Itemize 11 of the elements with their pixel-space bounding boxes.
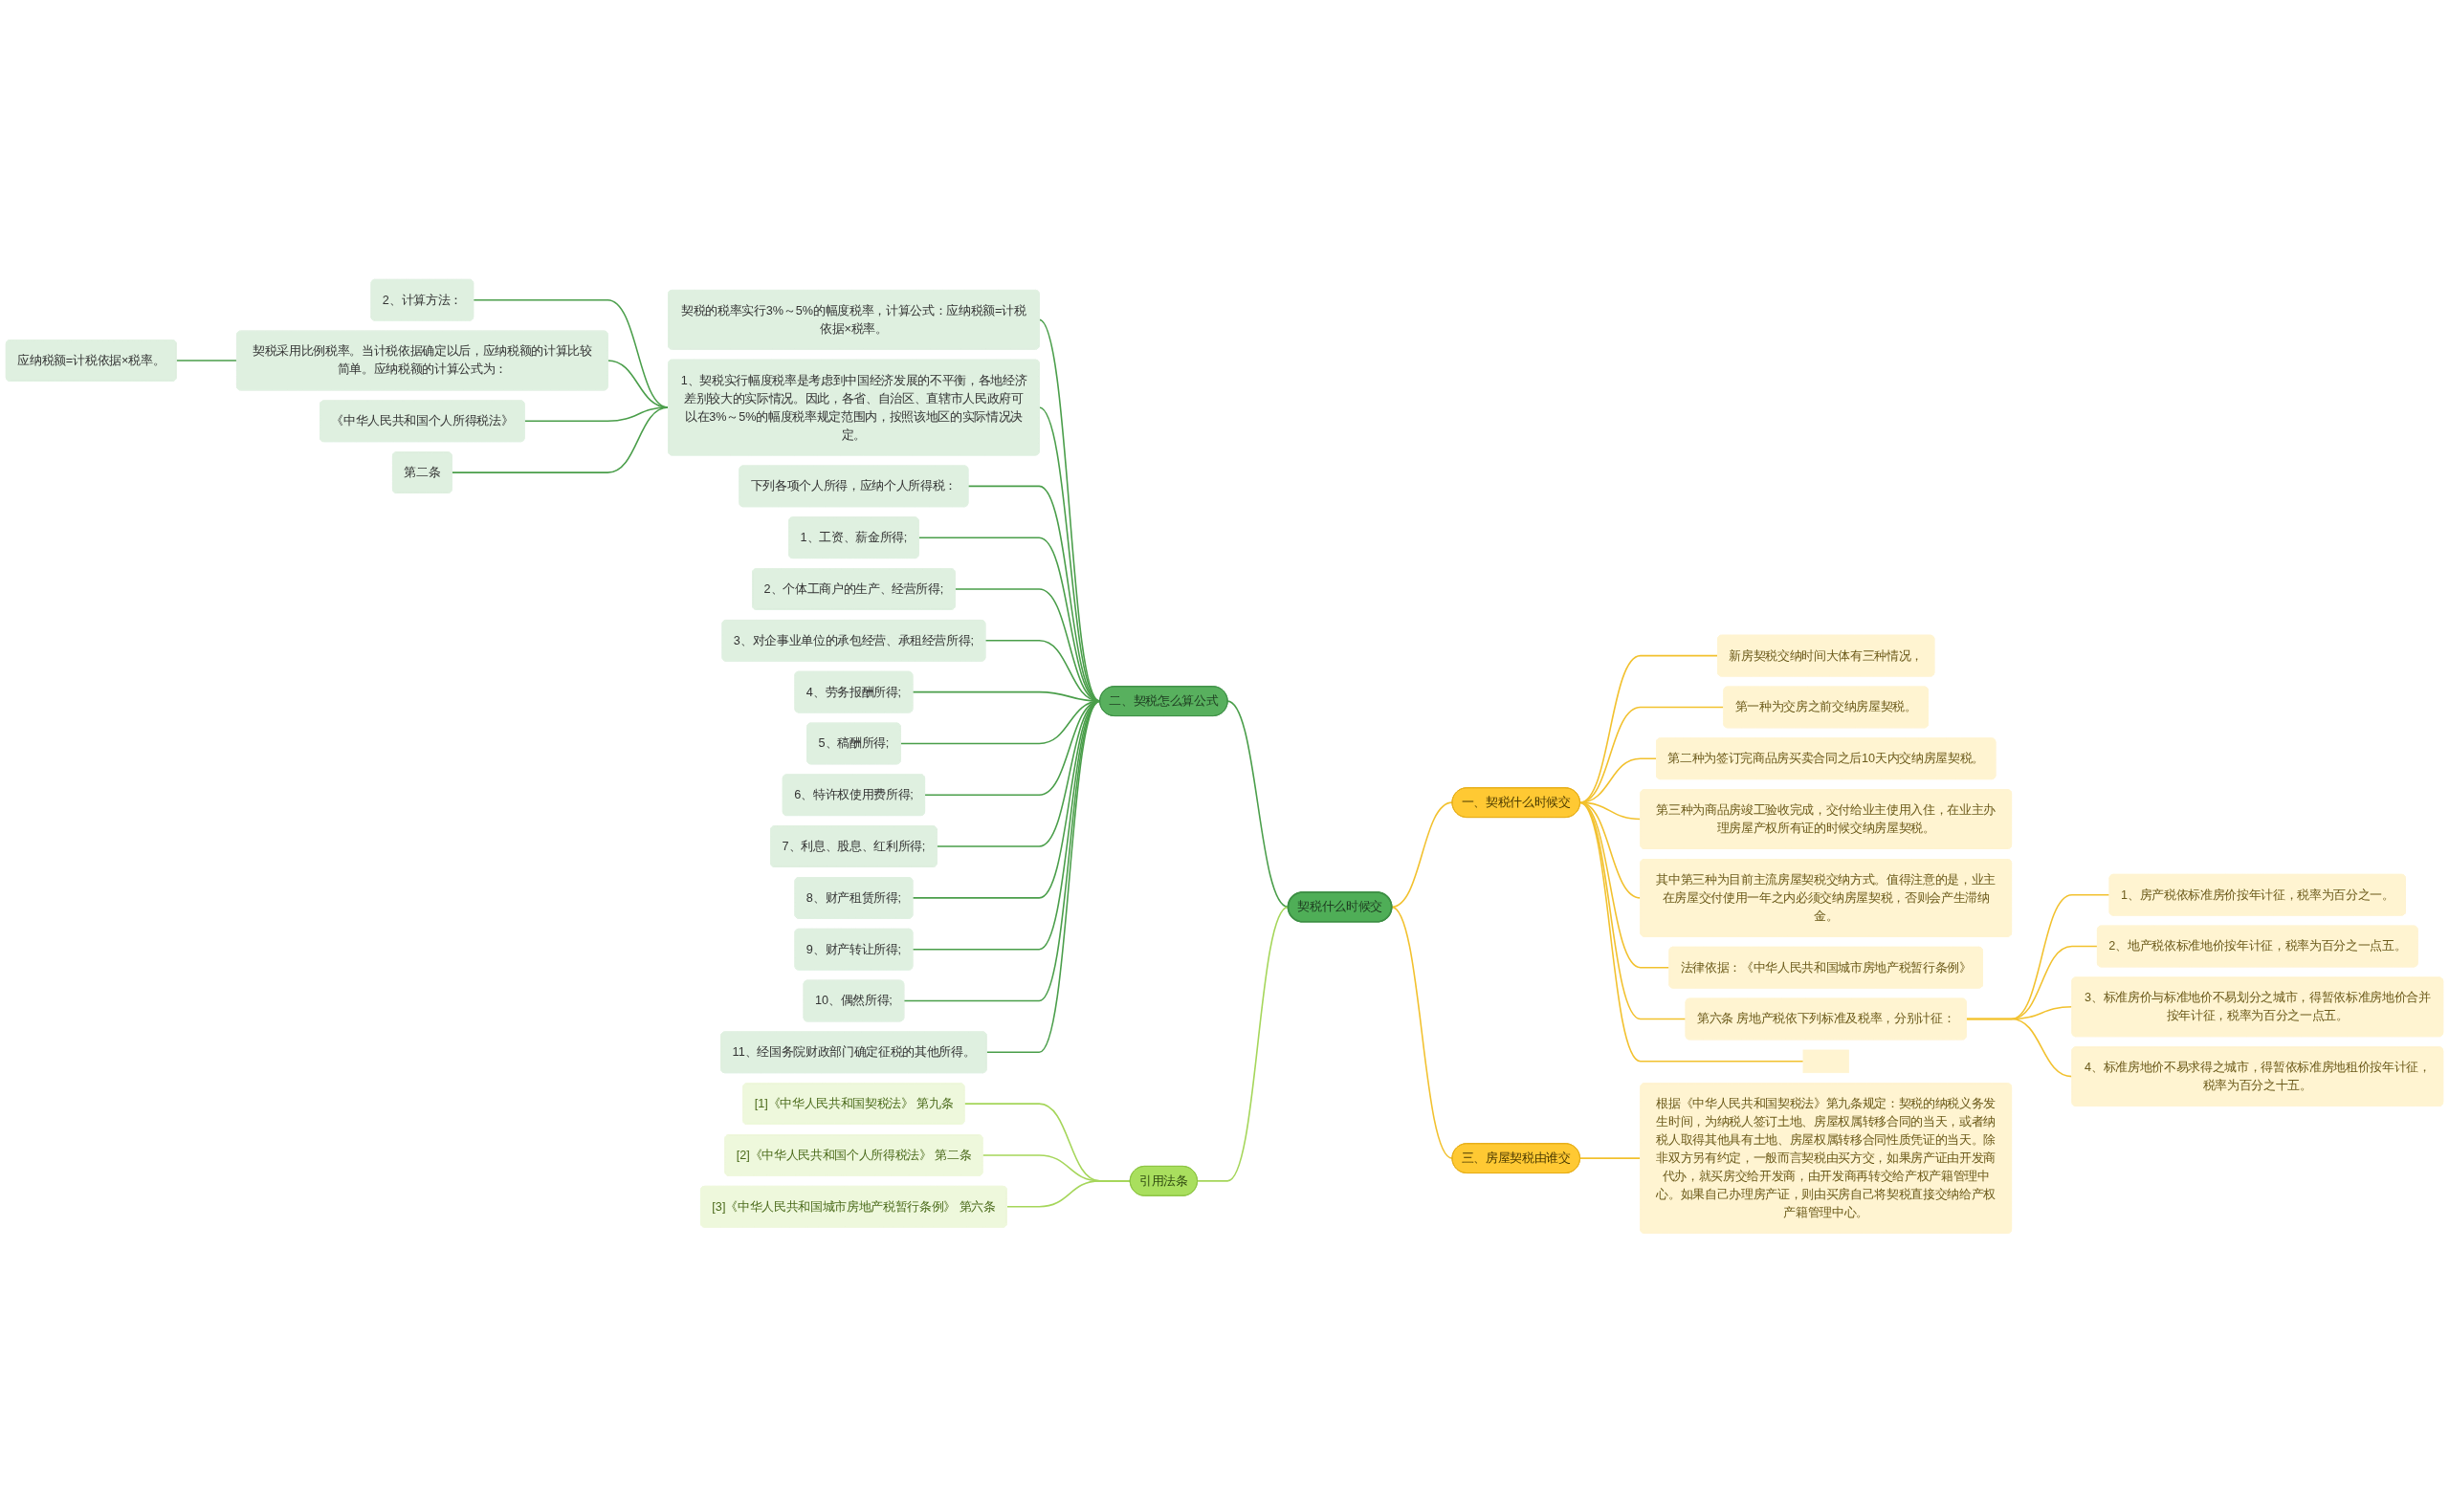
connector <box>1005 1179 1132 1208</box>
node-box <box>1802 1049 1849 1073</box>
connector <box>1578 801 1687 1019</box>
connector <box>1038 318 1101 702</box>
connector <box>451 405 670 473</box>
connector <box>1578 801 1804 1063</box>
connector <box>1578 1156 1642 1159</box>
connector <box>1965 1018 2073 1078</box>
connector <box>175 359 238 362</box>
connector <box>1578 801 1670 969</box>
connector <box>985 699 1101 1053</box>
